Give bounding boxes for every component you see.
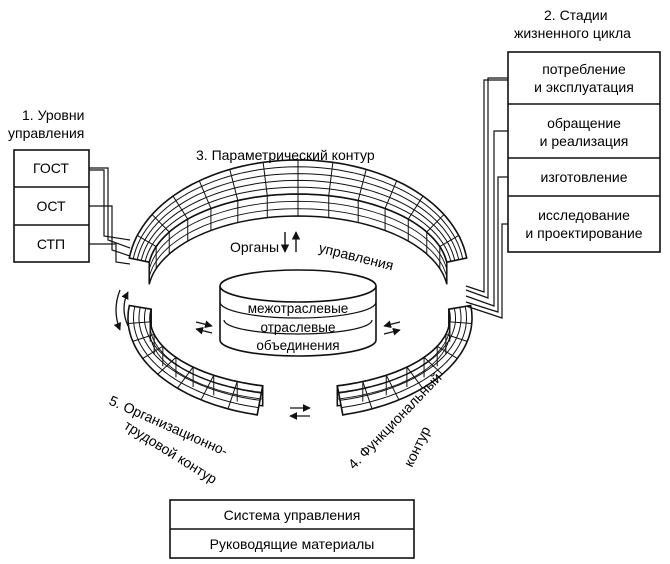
stage-research-l1: исследование <box>538 207 630 223</box>
levels-title-line1: 1. Уровни <box>22 107 84 123</box>
stage-circulation-l1: обращение <box>547 115 621 131</box>
levels-title-line2: управления <box>8 125 84 141</box>
organs-exchange-arrows-icon <box>280 231 301 253</box>
stage-research-l2: и проектирование <box>525 225 642 241</box>
level-stp: СТП <box>37 236 65 252</box>
bottom-table: Система управления Руководящие материалы <box>169 499 415 559</box>
organizational-contour-arc <box>127 304 264 416</box>
core-layer-branch: отраслевые <box>261 320 336 335</box>
core-exchange-arrows-left-icon <box>195 320 213 335</box>
level-gost: ГОСТ <box>33 160 69 176</box>
stage-circulation-l2: и реализация <box>540 133 629 149</box>
core-cylinder: межотраслевые отраслевые объединения <box>219 269 377 357</box>
organs-label: Органы <box>230 239 279 255</box>
stages-title-line1: 2. Стадии <box>544 7 608 23</box>
stages-title-line2: жизненного цикла <box>514 25 631 41</box>
bottom-horizontal-exchange-arrows-icon <box>289 404 311 420</box>
parametric-contour-title: 3. Параметрический контур <box>196 147 375 163</box>
core-layer-interbranch: межотраслевые <box>248 301 349 316</box>
management-label: управления <box>317 239 395 273</box>
stage-consumption-l1: потребление <box>542 61 626 77</box>
level-ost: ОСТ <box>36 198 66 214</box>
func-contour-label-line2: контур <box>400 423 433 469</box>
levels-group: ГОСТ ОСТ СТП <box>13 149 90 263</box>
parametric-contour-arch <box>128 159 468 285</box>
bottom-row-materials: Руководящие материалы <box>210 536 375 552</box>
stages-connectors <box>465 77 508 319</box>
functional-contour-arc <box>336 304 473 416</box>
core-exchange-arrows-right-icon <box>383 320 401 336</box>
stage-manufacturing: изготовление <box>541 169 628 185</box>
stage-consumption-l2: и эксплуатация <box>534 79 634 95</box>
core-layer-associations: объединения <box>256 338 339 353</box>
bottom-row-system: Система управления <box>224 507 361 523</box>
left-vertical-exchange-arrows-icon <box>113 289 129 331</box>
levels-connectors <box>89 167 131 265</box>
stages-group: потребление и эксплуатация обращение и р… <box>507 51 661 253</box>
